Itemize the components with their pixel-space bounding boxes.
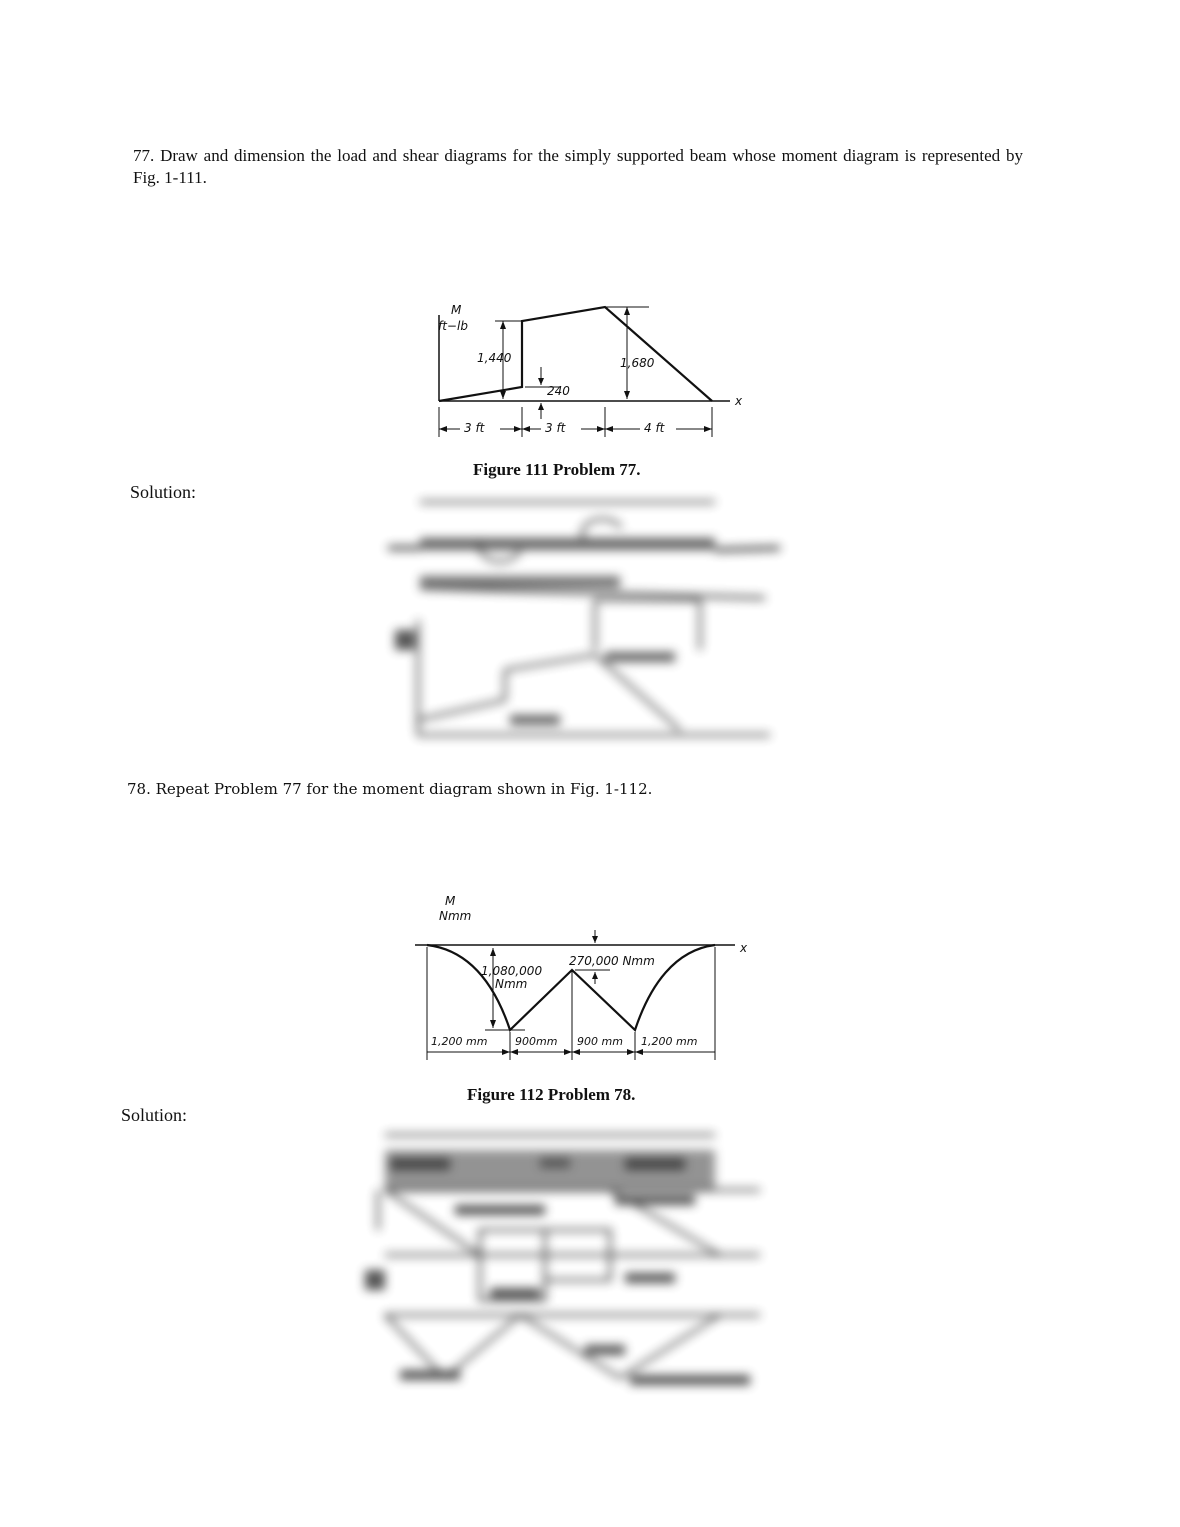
figure-111-moment-diagram: M ft−lb x 1,440 240 1,680 3 ft 3 ft 4 ft: [438, 303, 743, 437]
fig112-value-1080000-unit: Nmm: [495, 977, 527, 991]
figure-112-caption: Figure 112 Problem 78.: [467, 1085, 636, 1104]
solution-2-label: Solution:: [121, 1105, 188, 1125]
fig112-span-3: 900 mm: [577, 1035, 623, 1048]
solution-1-label: Solution:: [130, 482, 197, 502]
solution-2-image: [365, 1133, 760, 1385]
fig112-value-1080000: 1,080,000: [481, 964, 542, 978]
figure-111-caption: Figure 111 Problem 77.: [473, 460, 641, 479]
fig111-y-unit: ft−lb: [438, 319, 468, 333]
fig111-value-240: 240: [547, 384, 570, 398]
fig111-x-label: x: [734, 394, 743, 408]
fig112-y-unit: Nmm: [439, 909, 471, 923]
fig112-span-4: 1,200 mm: [641, 1035, 697, 1048]
fig112-y-label: M: [445, 894, 456, 908]
fig111-value-1680: 1,680: [620, 356, 655, 370]
fig111-value-1440: 1,440: [477, 351, 512, 365]
fig111-span-1: 3 ft: [464, 421, 486, 435]
problem-77-text: 77. Draw and dimension the load and shea…: [133, 146, 1023, 187]
fig112-x-label: x: [739, 941, 748, 955]
solution-1-image: [388, 500, 781, 737]
fig112-value-270000: 270,000 Nmm: [569, 954, 655, 968]
fig111-y-label: M: [451, 303, 462, 317]
fig112-span-1: 1,200 mm: [431, 1035, 487, 1048]
fig111-span-2: 3 ft: [545, 421, 567, 435]
fig112-span-2: 900mm: [515, 1035, 557, 1048]
problem-78-text: 78. Repeat Problem 77 for the moment dia…: [127, 780, 653, 798]
figure-112-moment-diagram: M Nmm x 1,080,000 Nmm 270,000 Nmm 1,200 …: [415, 894, 748, 1060]
fig111-span-3: 4 ft: [644, 421, 666, 435]
